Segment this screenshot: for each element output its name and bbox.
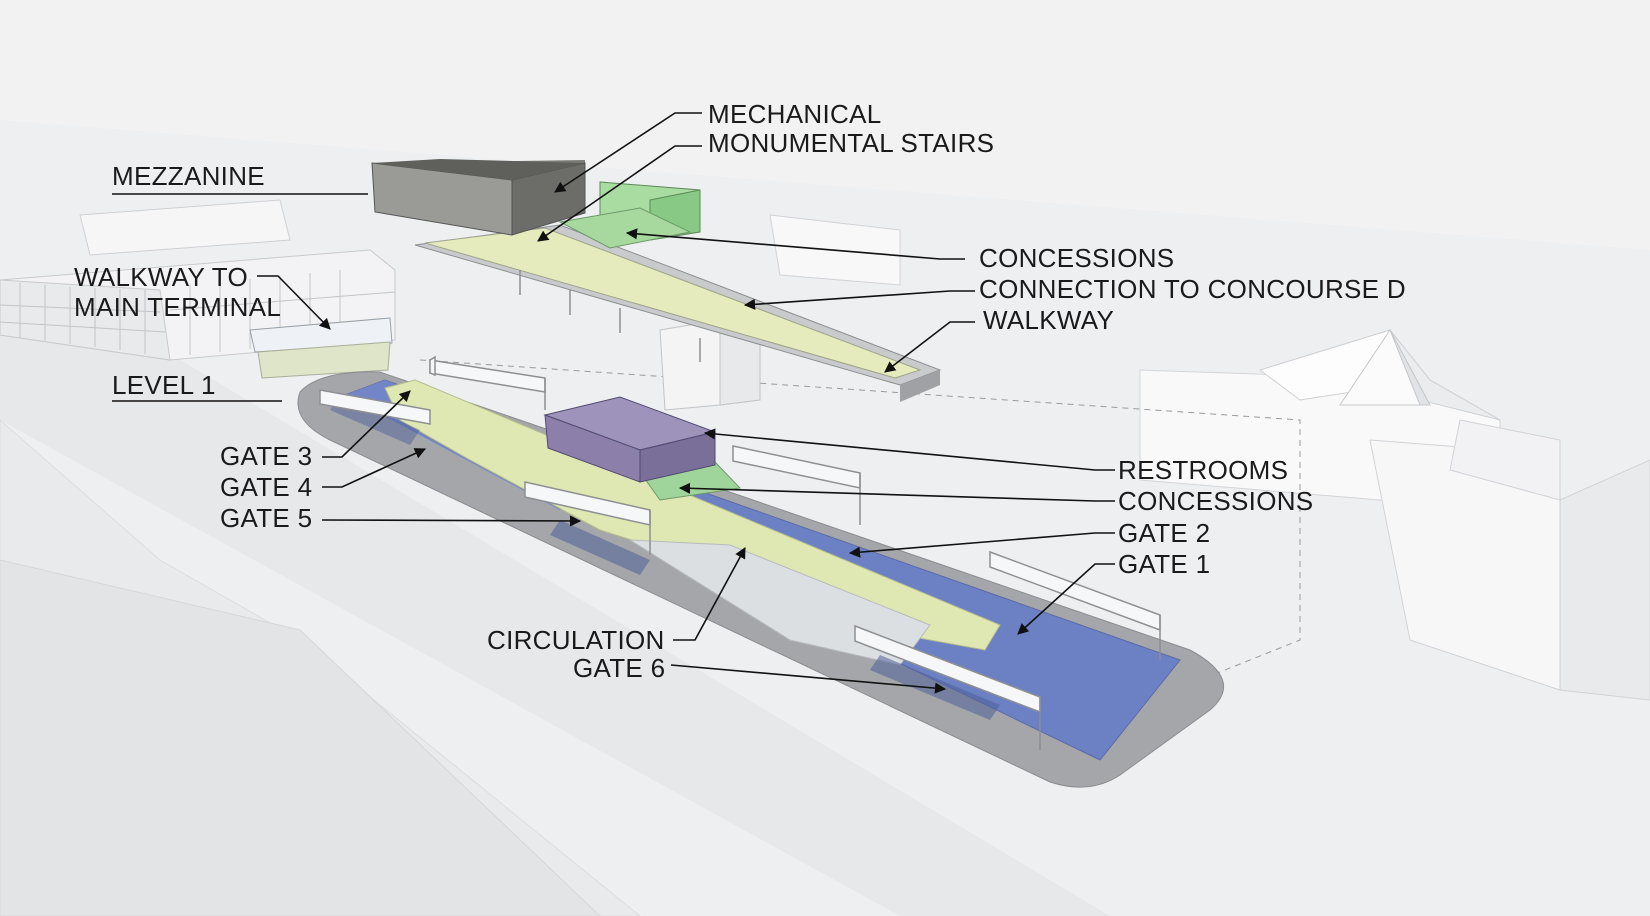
gate-3-leader: [322, 390, 411, 458]
label-walkway-to-main-terminal-line2: MAIN TERMINAL: [74, 292, 282, 322]
right-side-buildings: [419, 214, 1650, 721]
label-gate-5: GATE 5: [220, 503, 313, 533]
roadway-strip: [0, 300, 1110, 916]
concessions-lower-leader: [678, 482, 1115, 502]
main-terminal-building: [0, 199, 396, 379]
site-ground: [0, 120, 1650, 916]
gate-6-leader: [670, 664, 947, 694]
walkway-main-terminal-leader: [257, 275, 331, 330]
label-circulation: CIRCULATION: [487, 625, 665, 655]
mechanical-block: [371, 159, 586, 236]
gate-5-leader: [321, 515, 582, 527]
label-gate-2: GATE 2: [1118, 518, 1211, 548]
label-connection-concourse-d: CONNECTION TO CONCOURSE D: [979, 274, 1406, 304]
restrooms-block: [543, 396, 717, 483]
concessions-upper-leader: [625, 228, 965, 260]
gate-2-leader: [848, 532, 1115, 558]
foreground-building-low: [0, 559, 601, 916]
label-gate-1: GATE 1: [1118, 549, 1211, 579]
label-gate-4: GATE 4: [220, 472, 313, 502]
gate-1-leader: [1017, 563, 1115, 635]
label-monumental-stairs: MONUMENTAL STAIRS: [708, 128, 995, 158]
mechanical-leader: [554, 112, 702, 193]
label-restrooms: RESTROOMS: [1118, 455, 1289, 485]
leader-lines: [112, 112, 1115, 694]
gate-canopies: [319, 355, 1161, 750]
monumental-stairs-leader: [537, 145, 702, 242]
label-mechanical: MECHANICAL: [708, 99, 882, 129]
connection-concourse-d-leader: [743, 290, 975, 310]
label-concessions-upper: CONCESSIONS: [979, 243, 1175, 273]
label-concessions-lower: CONCESSIONS: [1118, 486, 1314, 516]
walkway-leader: [884, 321, 975, 373]
restrooms-leader: [703, 428, 1115, 471]
circulation-leader: [673, 547, 746, 641]
label-gate-3: GATE 3: [220, 441, 313, 471]
gate-4-leader: [322, 448, 427, 488]
concessions-upper-block: [558, 181, 701, 249]
label-mezzanine: MEZZANINE: [112, 161, 265, 191]
label-walkway: WALKWAY: [983, 305, 1115, 335]
label-gate-6: GATE 6: [573, 653, 666, 683]
label-level-1: LEVEL 1: [112, 370, 216, 400]
label-walkway-to-main-terminal-line1: WALKWAY TO: [74, 262, 248, 292]
